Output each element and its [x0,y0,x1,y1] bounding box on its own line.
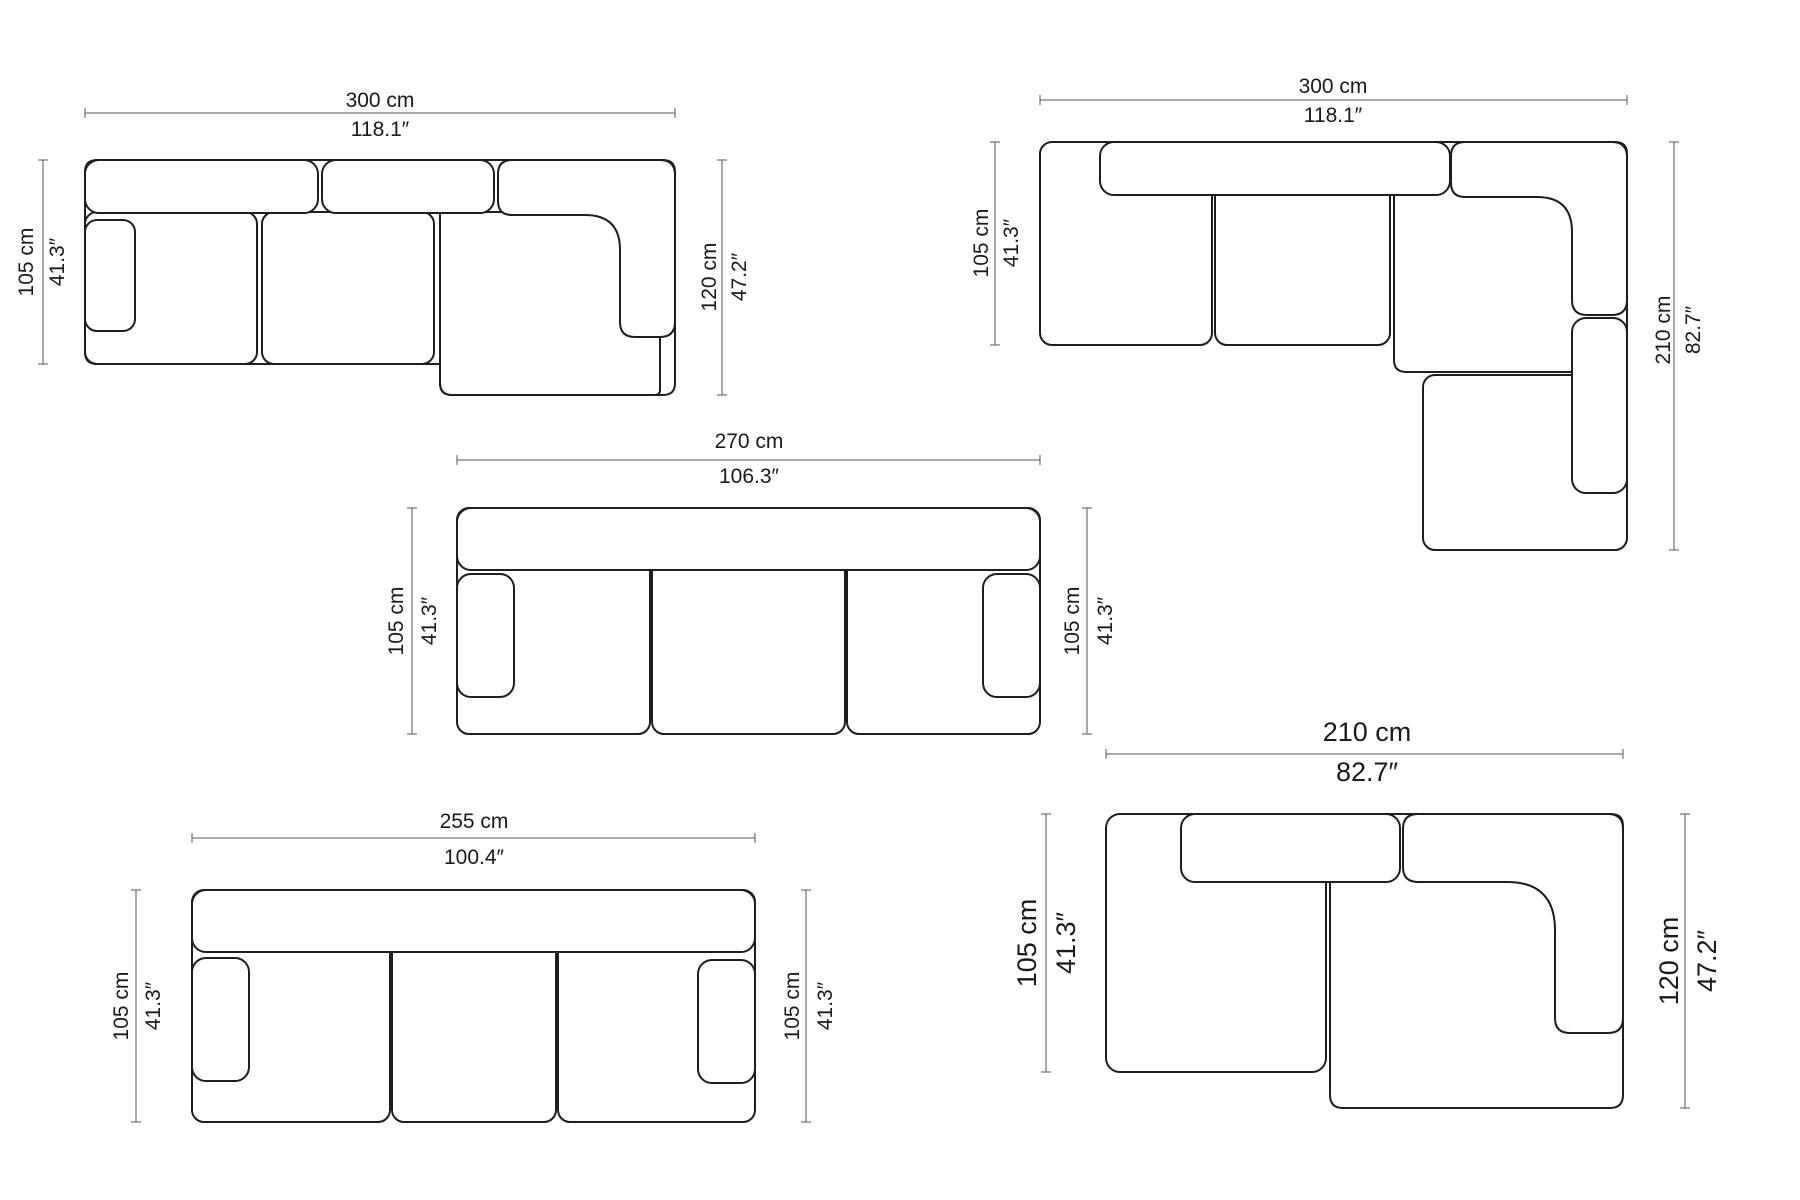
armrest-cushion [191,957,250,1082]
sofa-e: 210 cm 82.7″ 105 cm 41.3″ 120 cm 47.2″ [1012,717,1722,1109]
depth-right-cm-label: 105 cm [1061,587,1084,656]
depth-right-in-label: 47.2″ [1692,930,1722,993]
backrest-cushion [191,889,756,953]
backrest-cushion [1180,813,1401,883]
armrest-cushion [84,219,136,332]
width-cm-label: 210 cm [1323,717,1412,747]
armrest-cushion [982,573,1041,698]
frame-outline [84,159,676,396]
depth-left-cm-label: 105 cm [110,972,133,1041]
depth-right-cm-label: 120 cm [698,243,721,312]
depth-right-cm-label: 105 cm [781,972,804,1041]
depth-left-in-label: 41.3″ [46,237,69,286]
seat-module [261,211,435,365]
backrest-cushion [321,159,495,214]
depth-left-in-label: 41.3″ [1051,912,1081,975]
depth-left-cm-label: 105 cm [385,587,408,656]
backrest-cushion [1099,141,1451,196]
width-in-label: 106.3″ [719,465,780,488]
corner-backrest [1402,813,1624,1034]
depth-right-in-label: 82.7″ [1682,305,1705,354]
depth-left-in-label: 41.3″ [1000,218,1023,267]
armrest-cushion [456,573,515,698]
sofa-a: 300 cm 118.1″ 105 cm 41.3″ 120 cm 47.2″ [15,89,751,396]
backrest-cushion [84,159,319,214]
width-in-label: 82.7″ [1336,757,1399,787]
corner-backrest [1450,141,1628,316]
sofa-c: 270 cm 106.3″ 105 cm 41.3″ 105 cm 41.3″ [385,430,1117,735]
depth-right-cm-label: 210 cm [1652,296,1675,365]
sofa-d: 255 cm 100.4″ 105 cm 41.3″ 105 cm 41.3″ [110,810,837,1123]
depth-left-in-label: 41.3″ [142,981,165,1030]
depth-left-in-label: 41.3″ [418,596,441,645]
width-in-label: 118.1″ [351,118,410,141]
width-cm-label: 300 cm [346,89,415,112]
depth-right-in-label: 41.3″ [814,981,837,1030]
depth-left-cm-label: 105 cm [15,228,38,297]
width-in-label: 118.1″ [1304,104,1363,127]
sofa-b: 300 cm 118.1″ 105 cm 41.3″ 210 cm 82.7″ [970,75,1705,551]
backrest-cushion [456,507,1041,571]
width-cm-label: 255 cm [440,810,509,833]
depth-right-in-label: 41.3″ [1094,596,1117,645]
armrest-cushion [697,959,756,1084]
width-in-label: 100.4″ [444,846,505,869]
armrest-cushion [1571,317,1628,494]
depth-right-cm-label: 120 cm [1654,917,1684,1006]
depth-left-cm-label: 105 cm [1012,899,1042,988]
depth-right-in-label: 47.2″ [728,252,751,301]
width-cm-label: 270 cm [715,430,784,453]
depth-left-cm-label: 105 cm [970,209,993,278]
width-cm-label: 300 cm [1299,75,1368,98]
